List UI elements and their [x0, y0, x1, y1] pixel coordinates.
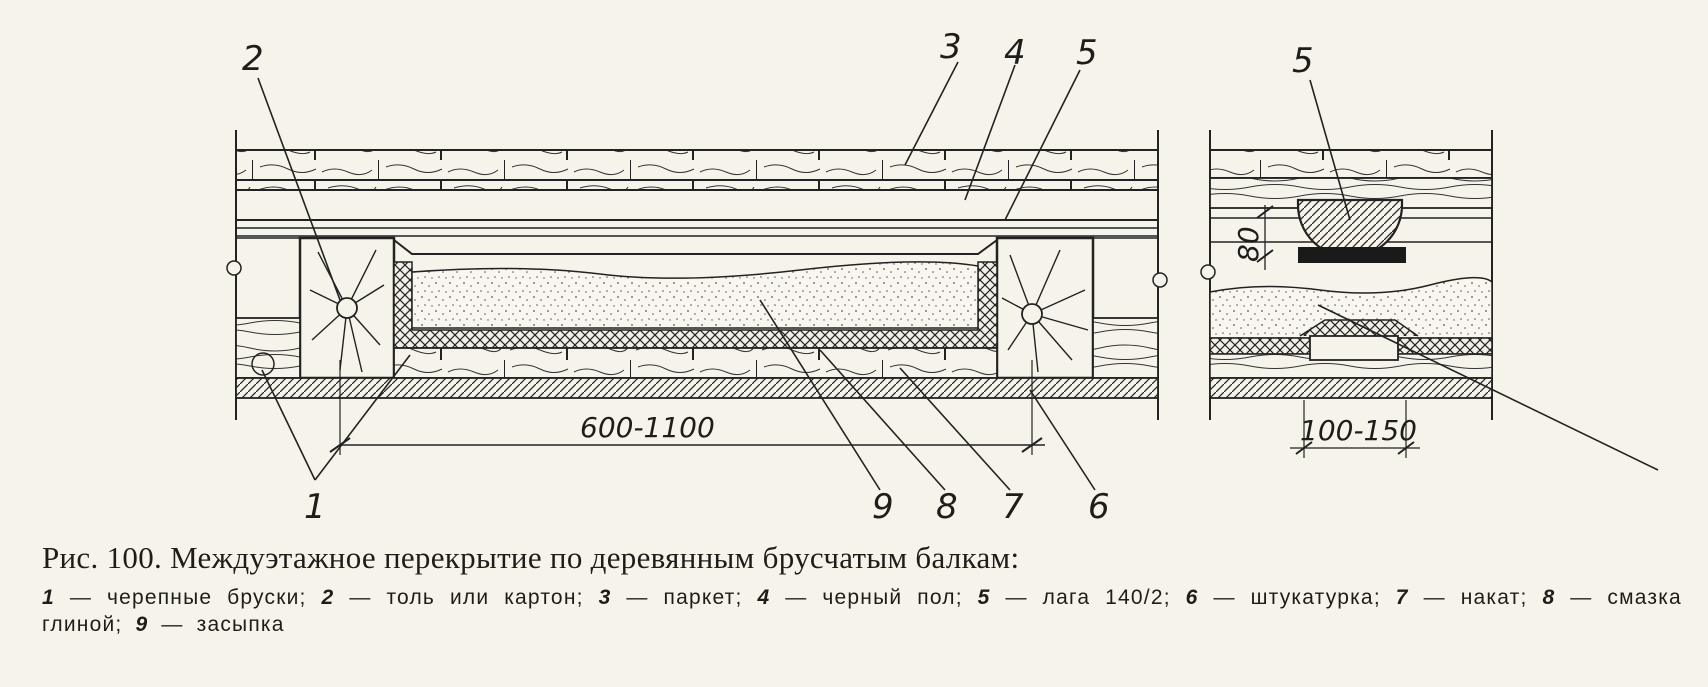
cranial-bar-right: [1092, 317, 1159, 379]
callout-9: 9: [872, 487, 894, 527]
caption-title: Рис. 100. Междуэтажное перекрытие по дер…: [42, 540, 1020, 575]
legend-num-1: 1: [42, 586, 55, 609]
callout-4: 4: [1004, 33, 1026, 73]
longitudinal-section: 600-1100 2 3 4 5 1 9 8 7 6: [226, 27, 1168, 527]
legend-num-5: 5: [977, 586, 991, 609]
legend-num-7: 7: [1395, 586, 1409, 609]
legend-num-4: 4: [757, 586, 771, 609]
roll-paper: [393, 239, 998, 255]
callout-5-cross: 5: [1292, 41, 1314, 81]
legend-text-4: черный пол: [822, 586, 956, 609]
caption-legend: 1 — черепные бруски; 2 — толь или картон…: [42, 586, 1682, 636]
legend-text-8: смазка глиной: [42, 586, 1682, 636]
legend-text-9: засыпка: [196, 613, 285, 636]
callout-1: 1: [304, 487, 326, 527]
roll-paper-cross: [1298, 247, 1406, 263]
plaster-layer: [235, 377, 1159, 399]
legend-text-5: лага 140/2: [1042, 586, 1164, 609]
backfill: [411, 261, 979, 329]
callout-8: 8: [936, 487, 958, 527]
floor-section-drawing: 600-1100 2 3 4 5 1 9 8 7 6: [226, 27, 1659, 527]
cross-section: 80 100-150 5: [1200, 41, 1659, 471]
parquet-layer: [235, 149, 1159, 191]
height-dimension-label: 80: [1232, 226, 1265, 262]
legend-num-2: 2: [321, 586, 335, 609]
legend-num-9: 9: [135, 613, 149, 636]
legend-num-6: 6: [1185, 586, 1199, 609]
plaster-layer-cross: [1209, 377, 1493, 399]
backfill-cross: [1209, 276, 1493, 339]
span-dimension-label: 600-1100: [580, 411, 715, 444]
legend-text-1: черепные бруски: [106, 586, 300, 609]
legend-text-7: накат: [1460, 586, 1521, 609]
subfloor-layer: [235, 189, 1159, 221]
callout-5: 5: [1076, 33, 1098, 73]
legend-num-3: 3: [598, 586, 612, 609]
callout-6: 6: [1088, 487, 1110, 527]
legend-text-2: толь или картон: [386, 586, 577, 609]
figure-caption: Рис. 100. Междуэтажное перекрытие по дер…: [42, 540, 1682, 638]
deck-boards: [393, 347, 998, 379]
callout-7: 7: [1002, 487, 1024, 527]
legend-num-8: 8: [1542, 586, 1556, 609]
legend-text-6: штукатурка: [1250, 586, 1374, 609]
parquet-layer-cross: [1209, 149, 1493, 179]
cranial-bar-left: [235, 317, 301, 379]
width-dimension-label: 100-150: [1300, 414, 1417, 447]
callout-3: 3: [940, 27, 962, 67]
callout-2: 2: [242, 39, 264, 79]
legend-text-3: паркет: [663, 586, 736, 609]
